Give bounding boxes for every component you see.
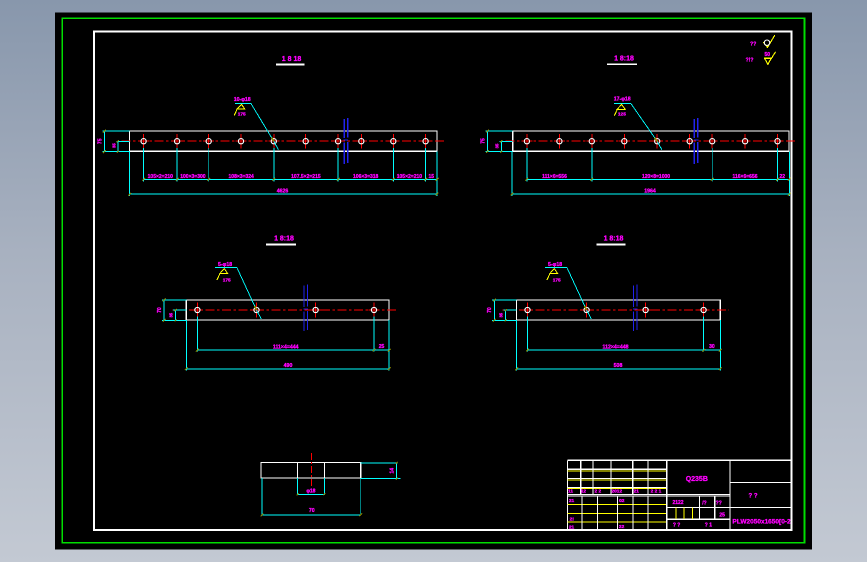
svg-text:2!: 2!: [570, 516, 575, 522]
svg-text:116×6=656: 116×6=656: [732, 174, 757, 180]
svg-text:1 8:18: 1 8:18: [274, 235, 294, 242]
svg-text:14: 14: [389, 468, 395, 474]
svg-text:25: 25: [719, 512, 725, 518]
svg-text:30: 30: [709, 344, 715, 350]
svg-text:105×2=210: 105×2=210: [397, 174, 423, 180]
svg-text:25: 25: [379, 344, 385, 350]
svg-text:1 8:18: 1 8:18: [614, 56, 634, 63]
svg-text:70: 70: [309, 508, 315, 514]
svg-text:111×4=444: 111×4=444: [273, 345, 299, 351]
svg-text:100×3=300: 100×3=300: [180, 174, 206, 180]
svg-text:5-φ18: 5-φ18: [548, 262, 562, 268]
svg-text:11: 11: [568, 489, 573, 495]
svg-text:1964: 1964: [644, 189, 656, 195]
svg-text:22: 22: [780, 174, 786, 180]
svg-text:175: 175: [553, 278, 561, 284]
svg-text:75: 75: [97, 138, 103, 144]
svg-text:2122: 2122: [672, 500, 683, 506]
svg-text:? 1: ? 1: [705, 523, 712, 529]
svg-text:35: 35: [499, 312, 504, 317]
svg-text:10-φ18: 10-φ18: [234, 97, 251, 103]
svg-text:PLW2050x1650[0-2: PLW2050x1650[0-2: [732, 519, 791, 526]
svg-text:5-φ18: 5-φ18: [218, 262, 232, 268]
svg-text:120×8=1000: 120×8=1000: [642, 174, 670, 180]
svg-text:21: 21: [634, 489, 640, 495]
svg-text:111×6=556: 111×6=556: [542, 174, 567, 180]
svg-text:2 2: 2 2: [594, 489, 601, 495]
svg-text:508: 508: [614, 363, 623, 369]
svg-text:112×4=448: 112×4=448: [603, 345, 629, 351]
svg-text:35: 35: [169, 312, 174, 317]
svg-text:105×2=210: 105×2=210: [148, 174, 174, 180]
svg-text:??: ??: [750, 42, 756, 48]
svg-text:? ?: ? ?: [749, 494, 758, 500]
svg-text:12: 12: [581, 489, 587, 495]
svg-text:75: 75: [481, 138, 487, 144]
svg-text:175: 175: [223, 278, 231, 284]
svg-text:107.5×2=215: 107.5×2=215: [291, 174, 321, 180]
svg-text:4626: 4626: [277, 189, 289, 195]
svg-text:? ?: ? ?: [673, 523, 681, 529]
svg-text:21: 21: [569, 498, 575, 504]
svg-text:22: 22: [619, 524, 625, 530]
svg-text:70: 70: [487, 307, 493, 313]
svg-text:1 8 18: 1 8 18: [282, 56, 302, 63]
svg-text:35: 35: [494, 143, 499, 148]
svg-text:50: 50: [765, 52, 771, 58]
svg-text:??: ??: [716, 501, 722, 507]
svg-text:?!?: ?!?: [746, 58, 754, 64]
svg-text:02: 02: [619, 498, 625, 504]
svg-text:21: 21: [569, 524, 575, 530]
svg-text:15: 15: [429, 174, 435, 180]
svg-text:70: 70: [157, 307, 163, 313]
svg-text:1 8:18: 1 8:18: [604, 235, 624, 242]
svg-text:2012: 2012: [611, 489, 622, 495]
svg-text:125: 125: [618, 112, 626, 118]
svg-text:/?: /?: [702, 501, 706, 507]
svg-text:17-φ18: 17-φ18: [614, 97, 631, 103]
svg-text:Q235B: Q235B: [686, 476, 708, 483]
svg-text:106×3=318: 106×3=318: [353, 174, 379, 180]
svg-text:φ18: φ18: [306, 489, 315, 495]
svg-text:35: 35: [111, 143, 116, 148]
svg-text:2 2 1: 2 2 1: [651, 489, 662, 495]
svg-text:108×3=324: 108×3=324: [229, 174, 255, 180]
svg-text:490: 490: [284, 363, 293, 369]
svg-text:175: 175: [238, 112, 246, 118]
